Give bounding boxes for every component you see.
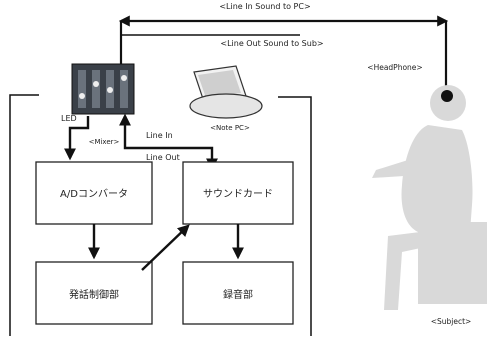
sound-card-box — [182, 161, 294, 225]
subject-silhouette — [372, 85, 487, 310]
line-out-label: Line Out — [146, 153, 180, 162]
control-to-soundcard-arrow — [141, 224, 190, 271]
note-pc-icon — [189, 65, 263, 119]
recording-label: 録音部 — [223, 288, 253, 301]
note-pc-label: <Note PC> — [210, 124, 250, 132]
led-label: LED — [61, 114, 77, 123]
line-out-to-sub-label: <Line Out Sound to Sub> — [220, 39, 323, 48]
line-in-label: Line In — [146, 131, 173, 140]
mixer-soundcard-link — [119, 113, 218, 171]
subject-label: <Subject> — [431, 317, 472, 326]
mixer-ad-arrow — [64, 116, 90, 161]
frame-right — [278, 96, 312, 336]
sound-card-label: サウンドカード — [203, 188, 273, 200]
utterance-control-label: 発話制御部 — [69, 288, 119, 301]
mixer-label: <Mixer> — [89, 138, 120, 146]
recording-box — [182, 261, 294, 325]
ad-converter-box — [35, 161, 153, 225]
line-in-to-pc-label: <Line In Sound to PC> — [219, 2, 310, 11]
headphone-label: <HeadPhone> — [367, 63, 422, 72]
utterance-control-box — [35, 261, 153, 325]
mixer-device — [71, 63, 135, 115]
headphone-icon — [441, 90, 453, 102]
frame-left — [9, 94, 39, 336]
ad-converter-label: A/Dコンバータ — [60, 188, 128, 200]
